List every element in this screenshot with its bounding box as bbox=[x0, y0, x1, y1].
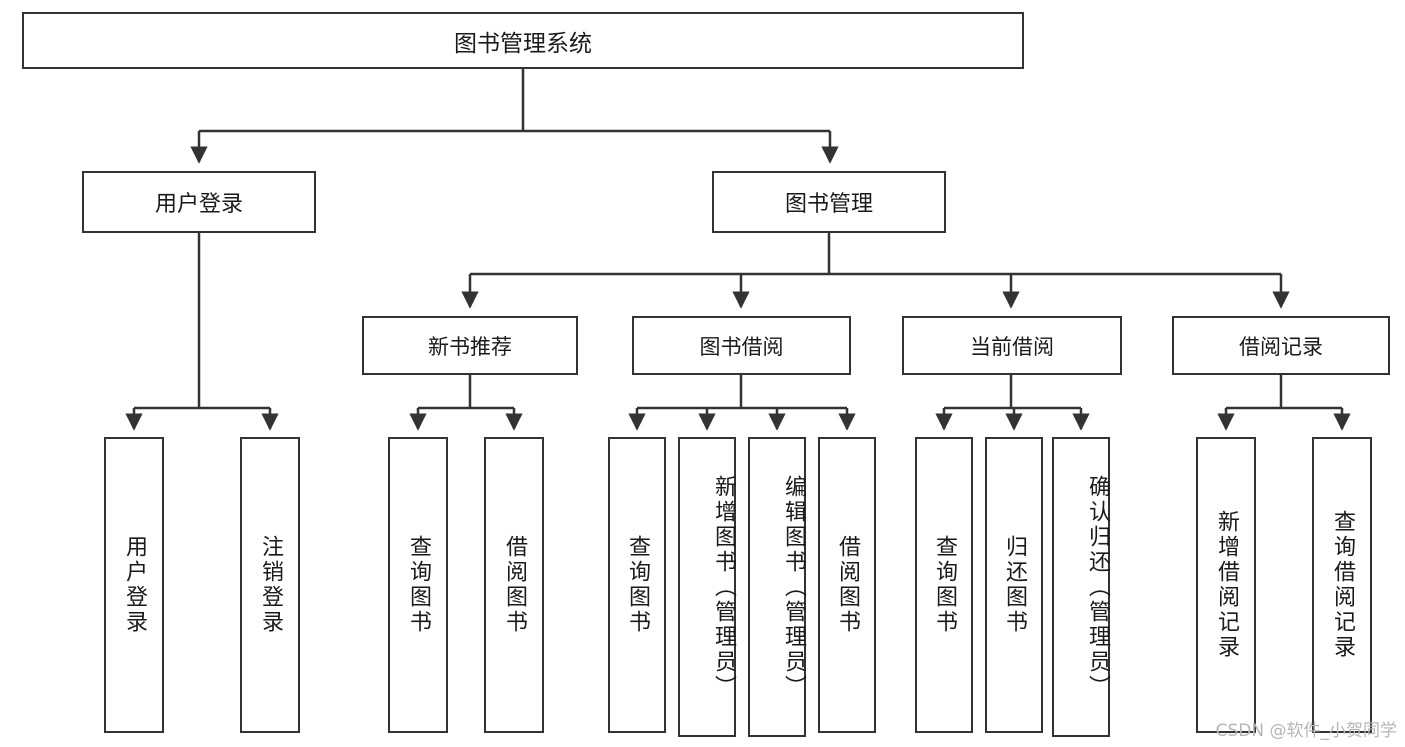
leaf-add-book-admin[interactable]: 新增图书（管理员） bbox=[678, 437, 736, 737]
leaf-add-book-admin-label: 新增图书（管理员） bbox=[711, 474, 736, 700]
node-new-book-recommend[interactable]: 新书推荐 bbox=[362, 316, 578, 375]
leaf-query-record-label: 查询借阅记录 bbox=[1330, 510, 1355, 660]
leaf-edit-book-admin[interactable]: 编辑图书（管理员） bbox=[748, 437, 806, 737]
leaf-query-record[interactable]: 查询借阅记录 bbox=[1312, 437, 1372, 733]
node-borrow-record-label: 借阅记录 bbox=[1239, 334, 1323, 359]
leaf-query-book-cur[interactable]: 查询图书 bbox=[915, 437, 973, 733]
leaf-edit-book-admin-label: 编辑图书（管理员） bbox=[781, 474, 806, 700]
leaf-query-book[interactable]: 查询图书 bbox=[608, 437, 666, 733]
leaf-confirm-return-label: 确认归还（管理员） bbox=[1085, 474, 1110, 700]
leaf-user-login[interactable]: 用户登录 bbox=[104, 437, 164, 733]
leaf-return-book-label: 归还图书 bbox=[1002, 535, 1027, 635]
node-user-login-label: 用户登录 bbox=[154, 192, 243, 217]
leaf-query-book-cur-label: 查询图书 bbox=[932, 535, 957, 635]
node-root-label: 图书管理系统 bbox=[454, 30, 592, 57]
watermark: CSDN @软件_小贺同学 bbox=[1215, 721, 1397, 741]
leaf-logout[interactable]: 注销登录 bbox=[240, 437, 300, 733]
leaf-query-book-rec-label: 查询图书 bbox=[406, 535, 431, 635]
leaf-query-book-label: 查询图书 bbox=[625, 535, 650, 635]
leaf-borrow-book-rec-label: 借阅图书 bbox=[502, 535, 527, 635]
node-book-manage[interactable]: 图书管理 bbox=[712, 171, 946, 233]
node-borrow-record[interactable]: 借阅记录 bbox=[1172, 316, 1390, 375]
node-current-borrow[interactable]: 当前借阅 bbox=[902, 316, 1122, 375]
leaf-borrow-book-rec[interactable]: 借阅图书 bbox=[484, 437, 544, 733]
node-new-book-recommend-label: 新书推荐 bbox=[428, 334, 512, 359]
leaf-user-login-label: 用户登录 bbox=[122, 535, 147, 635]
leaf-return-book[interactable]: 归还图书 bbox=[985, 437, 1043, 733]
leaf-borrow-book-label: 借阅图书 bbox=[835, 535, 860, 635]
leaf-add-record[interactable]: 新增借阅记录 bbox=[1196, 437, 1256, 733]
leaf-borrow-book[interactable]: 借阅图书 bbox=[818, 437, 876, 733]
leaf-add-record-label: 新增借阅记录 bbox=[1214, 510, 1239, 660]
node-user-login[interactable]: 用户登录 bbox=[82, 171, 316, 233]
leaf-logout-label: 注销登录 bbox=[258, 535, 283, 635]
leaf-confirm-return[interactable]: 确认归还（管理员） bbox=[1052, 437, 1110, 737]
node-book-borrow[interactable]: 图书借阅 bbox=[632, 316, 851, 375]
node-root[interactable]: 图书管理系统 bbox=[22, 12, 1024, 69]
node-book-manage-label: 图书管理 bbox=[784, 192, 873, 217]
node-book-borrow-label: 图书借阅 bbox=[699, 334, 784, 359]
leaf-query-book-rec[interactable]: 查询图书 bbox=[388, 437, 448, 733]
node-current-borrow-label: 当前借阅 bbox=[970, 334, 1054, 359]
